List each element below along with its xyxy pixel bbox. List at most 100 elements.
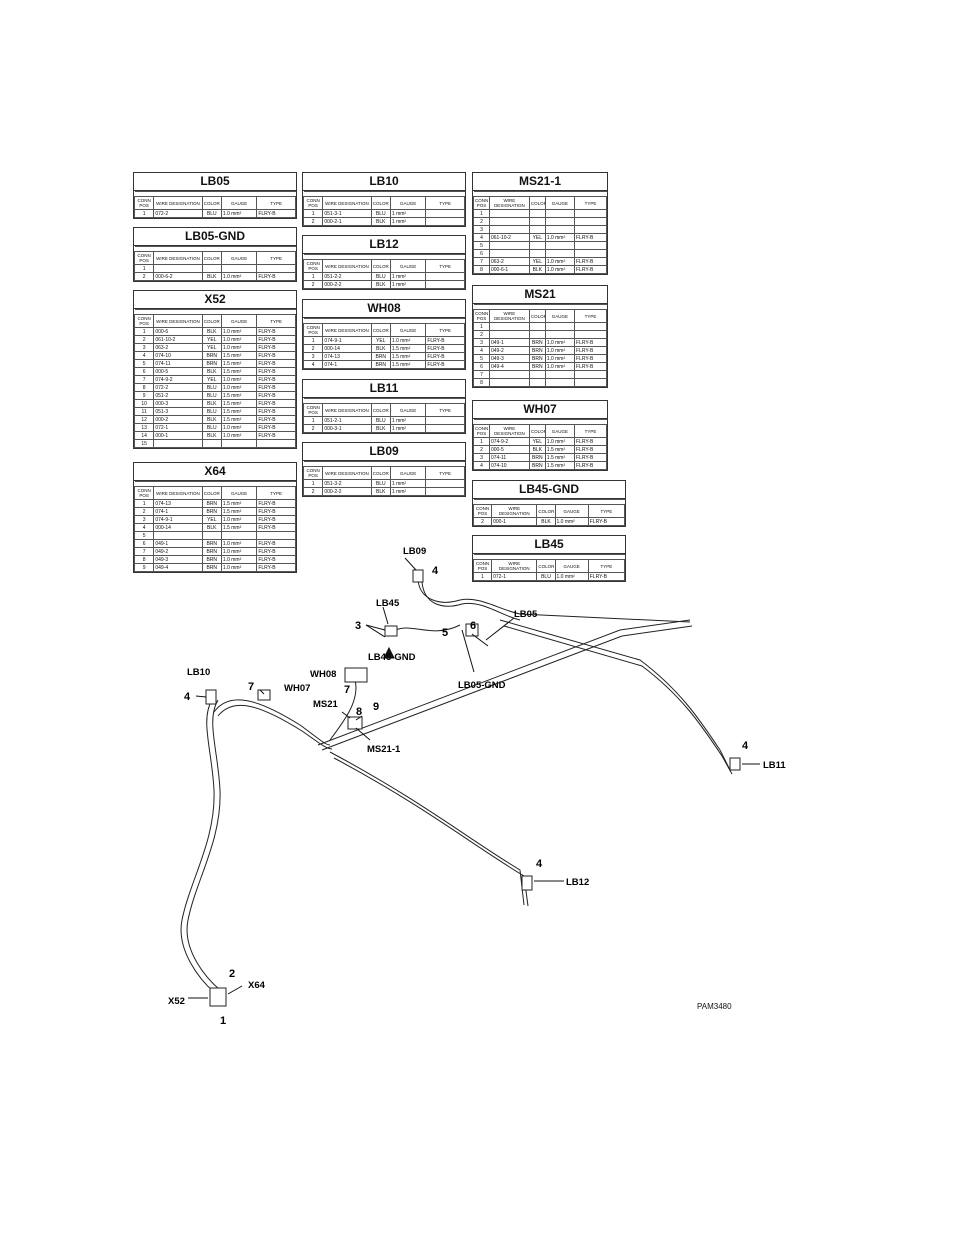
table-cell (256, 439, 296, 448)
table-title: LB10 (303, 173, 465, 191)
callout-lb05: LB05 (514, 609, 538, 620)
harness-lb11-b (503, 625, 733, 775)
position-number: 8 (356, 706, 362, 718)
table-cell: 1.0 mm² (220, 272, 258, 281)
table-cell: 1.5 mm² (544, 461, 576, 470)
callout-x52: X52 (168, 996, 185, 1007)
harness-trunk-left (180, 699, 215, 993)
table-cell (201, 439, 222, 448)
table-title: X64 (134, 463, 296, 481)
harness-long (329, 751, 525, 906)
table-cell: BRN (370, 360, 391, 369)
connector-lb12 (521, 875, 533, 891)
table-cell: FLRY-B (574, 265, 607, 274)
column-header-conn: CONN POS (133, 196, 155, 210)
figure-id: PAM3480 (697, 1002, 732, 1011)
column-header-conn: CONN POS (133, 486, 155, 500)
table-cell: 2 (133, 272, 155, 281)
table-cell (425, 487, 465, 496)
connector-wh08 (344, 667, 368, 683)
table-cell: 9 (133, 563, 155, 572)
table-cell: 1 mm² (389, 217, 427, 226)
table-cell: 074-10 (488, 461, 530, 470)
column-header-gauge: GAUGE (220, 314, 258, 328)
table-cell: FLRY-B (425, 360, 465, 369)
column-header-conn: CONN POS (302, 403, 324, 417)
table-row: 15 (133, 439, 296, 448)
position-number: 3 (355, 620, 361, 632)
table-title: WH07 (473, 401, 607, 419)
position-number: 6 (470, 620, 476, 632)
harness-wh08 (329, 679, 357, 741)
column-header-conn: CONN POS (302, 323, 324, 337)
harness-main-b (321, 625, 693, 751)
connector-ms21 (347, 716, 363, 730)
table-cell: 1.0 mm² (220, 209, 258, 218)
harness-arc-b (217, 704, 333, 750)
connector-x52 (209, 987, 227, 1007)
table-cell (220, 439, 258, 448)
column-header-color: COLOR (201, 314, 222, 328)
connector-lb11 (729, 757, 741, 771)
callout-ms21: MS21 (313, 699, 339, 710)
table-cell (425, 280, 465, 289)
table-cell: 2 (302, 217, 324, 226)
callout-lb45-gnd: LB45-GND (368, 652, 416, 663)
position-number: 1 (220, 1015, 226, 1027)
table-row: 1 (473, 322, 607, 331)
harness-lb09 (417, 579, 691, 623)
table-row: 8 (473, 378, 607, 387)
table-cell: 1.5 mm² (389, 360, 427, 369)
connector-lb45 (384, 625, 398, 637)
table-cell: BLK (370, 487, 391, 496)
callout-lb11: LB11 (763, 760, 786, 771)
table-title: MS21 (473, 286, 607, 304)
harness-lb45 (391, 624, 461, 633)
table-cell: 1 mm² (389, 280, 427, 289)
column-header-gauge: GAUGE (389, 259, 427, 273)
table-cell: BLK (370, 280, 391, 289)
table-cell (574, 378, 607, 387)
column-header-conn: CONN POS (133, 314, 155, 328)
connector-lb10 (205, 689, 217, 705)
table-cell: 1.0 mm² (544, 265, 576, 274)
table-title: X52 (134, 291, 296, 309)
table-cell: 1 mm² (389, 487, 427, 496)
table-cell: FLRY-B (256, 209, 296, 218)
table-title: WH08 (303, 300, 465, 318)
table-cell: FLRY-B (587, 517, 626, 526)
table-cell: 000-6-1 (488, 265, 530, 274)
table-cell: 1 mm² (389, 424, 427, 433)
table-cell: 2 (302, 280, 324, 289)
table-title: LB05 (134, 173, 296, 191)
table-cell (425, 217, 465, 226)
callout-lb10: LB10 (187, 667, 210, 678)
callout-lb05-gnd: LB05-GND (458, 680, 506, 691)
harness-lb09-b (421, 581, 521, 621)
column-header-color: COLOR (201, 196, 222, 210)
table-title: MS21-1 (473, 173, 607, 191)
table-cell: 15 (133, 439, 155, 448)
table-title: LB45 (473, 536, 625, 554)
column-header-conn: CONN POS (302, 466, 324, 480)
table-cell: 1 (133, 209, 155, 218)
position-number: 7 (248, 681, 254, 693)
table-cell: 1.0 mm² (220, 563, 258, 572)
